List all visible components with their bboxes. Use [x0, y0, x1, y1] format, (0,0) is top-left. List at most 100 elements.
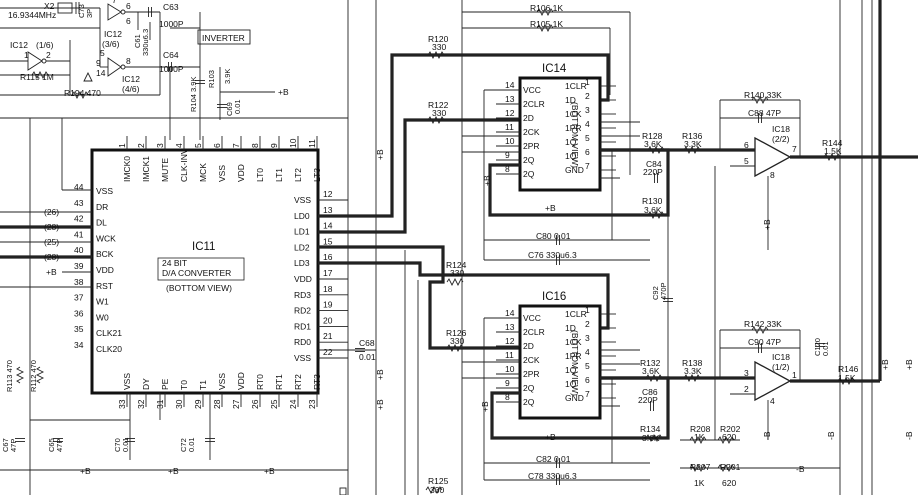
c64-label: C64 — [163, 50, 179, 60]
ic18b-pin-out: 1 — [792, 370, 797, 380]
r125-label: R125 — [428, 476, 449, 486]
c67-value: 47P — [9, 439, 18, 452]
ic11-pin-number: 41 — [74, 229, 84, 239]
ic11-pin-name: VSS — [217, 165, 227, 182]
c65-label: C65 — [47, 438, 56, 452]
r136-label: R136 — [682, 131, 703, 141]
ic14-pin-name: 1Q — [565, 137, 577, 147]
ic11-pin-number: 19 — [323, 300, 333, 310]
c68-value: 0.01 — [359, 352, 376, 362]
ic14-pin-number: 14 — [505, 80, 515, 90]
ic11-pin-number: 27 — [231, 399, 241, 409]
r132-label: R132 — [640, 358, 661, 368]
ic16-pin-number: 1 — [585, 305, 590, 315]
ic11-pin-number: 1 — [117, 143, 127, 148]
ic12-pin-2: 2 — [46, 50, 51, 60]
resistor-glyph — [823, 152, 841, 162]
ic11-pin-name: MCK — [198, 163, 208, 182]
ic11-pin-number: 39 — [74, 261, 84, 271]
ic11-pin-number: 34 — [74, 340, 84, 350]
c72-label: C72 — [179, 438, 188, 452]
ic11-pin-name: W1 — [96, 297, 109, 307]
ic11-pin-number: 5 — [193, 143, 203, 148]
ic11-pin-number: 7 — [231, 143, 241, 148]
r105-label: R105 1K — [530, 19, 563, 29]
dac-output-bus — [318, 53, 610, 351]
ic11-pin-name: RT2 — [293, 374, 303, 390]
ic14-pin-number: 10 — [505, 136, 515, 146]
ic18a-pin-plus: 5 — [744, 156, 749, 166]
ic11-pin-number: 38 — [74, 277, 84, 287]
ic16-pin-name: 2Q — [523, 383, 535, 393]
ic11-pin-number: 8 — [250, 143, 260, 148]
ic14-pin-name: 2Q — [523, 155, 535, 165]
resistor-glyph — [536, 23, 554, 33]
ic14-pin-name: 2CLR — [523, 99, 545, 109]
ic18b-unit: (1/2) — [772, 362, 790, 372]
x2-value: 16.9344MHz — [8, 10, 56, 20]
ic11-pin-number: 10 — [288, 138, 298, 148]
ic16-pin-name: 1Q — [565, 379, 577, 389]
ic11-ref: IC11 — [192, 241, 215, 253]
ic11-pin-number: 40 — [74, 245, 84, 255]
ic11-pin-name: RD2 — [294, 306, 311, 316]
ic11-pin-name: VSS — [294, 195, 311, 205]
ic11-pin-name: MUTE — [160, 158, 170, 182]
ic11-pin-number: 44 — [74, 182, 84, 192]
r125-value: 330 — [430, 485, 444, 495]
resistor-glyph — [536, 7, 554, 17]
r134-label: R134 — [640, 424, 661, 434]
c69-value: 0.01 — [233, 99, 242, 114]
ic11-pin-name: RD3 — [294, 290, 311, 300]
ic11-pin-name: W0 — [96, 312, 109, 322]
ic16-pin-name: 2CLR — [523, 327, 545, 337]
r138-label: R138 — [682, 358, 703, 368]
ic12-a-unit: (1/6) — [36, 40, 54, 50]
ic11-pin-name: BCK — [96, 249, 114, 259]
ic11-pin-name: LD1 — [294, 227, 310, 237]
c86-label: C86 — [642, 387, 658, 397]
ic11-pin-number: 9 — [269, 143, 279, 148]
c68-label: C68 — [359, 338, 375, 348]
r194-label: R194 470 — [64, 88, 101, 98]
r120-label: R120 — [428, 34, 449, 44]
ic11-pins: 1IMCK02IMCK13MUTE4CLK-INV5MCK6VSS7VDD8LT… — [74, 136, 348, 409]
ic11-pin-number: 29 — [193, 399, 203, 409]
ic12-pin-7: 7 — [112, 0, 117, 5]
ic11-view: (BOTTOM VIEW) — [166, 283, 232, 293]
resistor-glyph — [751, 325, 769, 335]
r146-label: R146 — [838, 364, 859, 374]
ic11-pin-number: 28 — [212, 399, 222, 409]
ic16-pin-name: 1CLR — [565, 309, 587, 319]
minus-b-right-2: -B — [904, 431, 914, 440]
ic11-pin-name: RT1 — [274, 374, 284, 390]
warning-icon — [83, 71, 93, 82]
ic14-pin-number: 9 — [505, 150, 510, 160]
ic14-pin-name: 1PR — [565, 123, 582, 133]
c84-label: C84 — [646, 159, 662, 169]
resistor-glyph — [717, 435, 735, 445]
ic11-pin-number: 42 — [74, 214, 84, 224]
r207-label: R207 — [690, 462, 711, 472]
r130-label: R130 — [642, 196, 663, 206]
opamp-ic18-2-2 — [719, 99, 918, 250]
r128-label: R128 — [642, 131, 663, 141]
ic18b-pin-plus: 3 — [744, 368, 749, 378]
ic14-pin-name: 1Q — [565, 151, 577, 161]
ic16-pin-number: 7 — [585, 389, 590, 399]
r122-value: 330 — [432, 108, 446, 118]
plus-b-vert-3: +B — [375, 399, 385, 410]
plus-b-ic16: +B — [545, 432, 556, 442]
ic16-view: (BOTTOM VIEW) — [570, 330, 580, 396]
ic16-pin-name: VCC — [523, 313, 541, 323]
resistor-glyph — [15, 366, 25, 384]
plus-b-right-2: +B — [904, 359, 914, 370]
opamp-ic18-1-2 — [680, 0, 882, 469]
ic14-pin-name: 1CK — [565, 109, 582, 119]
ic11-pin-number: 21 — [323, 331, 333, 341]
ic16-pin-number: 12 — [505, 336, 515, 346]
plus-b-vert-2: +B — [375, 369, 385, 380]
ic11-pin-name: IMCK1 — [141, 156, 151, 182]
ic12-pin-9: 9 — [96, 58, 101, 68]
